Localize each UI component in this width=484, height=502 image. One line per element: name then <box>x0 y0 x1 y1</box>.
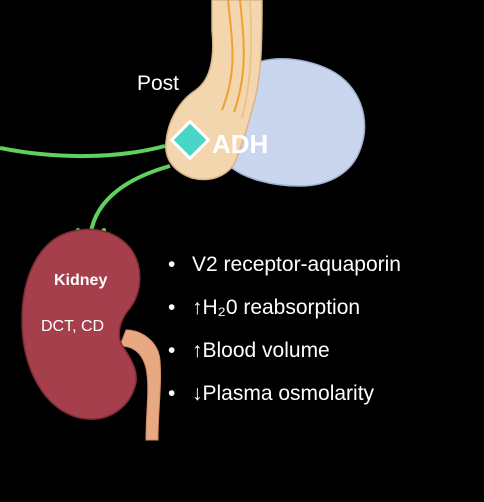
nerve-fiber-1 <box>221 0 234 111</box>
adh-diamond <box>169 119 211 161</box>
effect-text: ↑Blood volume <box>192 339 330 362</box>
kidney-shape <box>21 228 141 420</box>
bullet: • <box>168 296 176 319</box>
bullet: • <box>168 253 176 276</box>
effect-text: ↓Plasma osmolarity <box>192 382 375 405</box>
effect-item: • ↑Blood volume <box>168 336 401 379</box>
effect-item: • ↓Plasma osmolarity <box>168 379 401 422</box>
bullet: • <box>168 339 176 362</box>
adh-label: ADH <box>212 129 269 159</box>
bullet: • <box>168 382 176 405</box>
nerve-fiber-3 <box>241 0 252 119</box>
effect-text: V2 receptor-aquaporin <box>192 253 401 276</box>
adh-effects-list: • V2 receptor-aquaporin • ↑H₂0 reabsorptio… <box>168 250 401 422</box>
adh-to-kidney-arrow <box>88 164 171 241</box>
effect-item: • ↑H₂0 reabsorption <box>168 293 401 336</box>
post-label: Post <box>137 72 180 95</box>
kidney-label: Kidney <box>54 272 108 289</box>
kidney-segments-label: DCT, CD <box>41 318 105 335</box>
nerve-fiber-2 <box>233 0 245 113</box>
ureter <box>119 329 162 441</box>
effect-item: • V2 receptor-aquaporin <box>168 250 401 293</box>
effect-text: ↑H₂0 reabsorption <box>192 296 361 319</box>
hypothalamic-input-line <box>0 144 166 159</box>
